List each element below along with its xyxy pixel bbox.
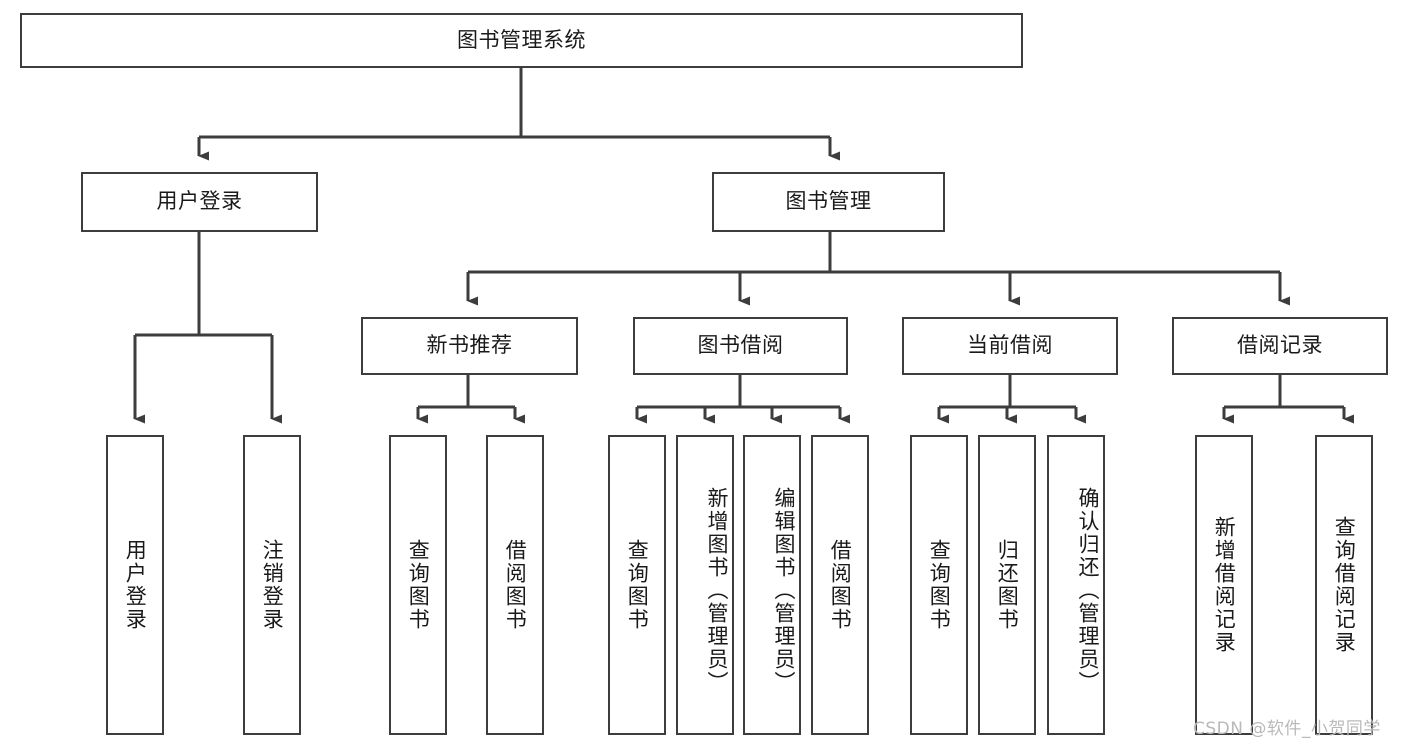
node-leaf-query-book[interactable]: 查询图书 [608,435,666,735]
node-user-login[interactable]: 用户登录 [81,172,318,232]
node-leaf-edit-book[interactable]: 编辑图书（管理员） [743,435,801,735]
node-leaf-user-login[interactable]: 用户登录 [106,435,164,735]
node-leaf-return-book[interactable]: 归还图书 [978,435,1036,735]
node-borrow-record[interactable]: 借阅记录 [1172,317,1388,375]
node-leaf-borrow-book[interactable]: 借阅图书 [811,435,869,735]
node-leaf-add-book[interactable]: 新增图书（管理员） [676,435,734,735]
node-leaf-add-record[interactable]: 新增借阅记录 [1195,435,1253,735]
node-book-borrow[interactable]: 图书借阅 [633,317,848,375]
node-leaf-query-book-rec[interactable]: 查询图书 [389,435,447,735]
node-root[interactable]: 图书管理系统 [20,13,1023,68]
node-leaf-user-logout[interactable]: 注销登录 [243,435,301,735]
node-current-borrow[interactable]: 当前借阅 [902,317,1118,375]
node-new-book-rec[interactable]: 新书推荐 [361,317,578,375]
node-book-manage[interactable]: 图书管理 [712,172,945,232]
csdn-watermark: CSDN @软件_小贺同学 [1193,719,1381,739]
node-leaf-borrow-book-rec[interactable]: 借阅图书 [486,435,544,735]
node-leaf-confirm-return[interactable]: 确认归还（管理员） [1047,435,1105,735]
node-leaf-query-book-cur[interactable]: 查询图书 [910,435,968,735]
node-leaf-query-record[interactable]: 查询借阅记录 [1315,435,1373,735]
